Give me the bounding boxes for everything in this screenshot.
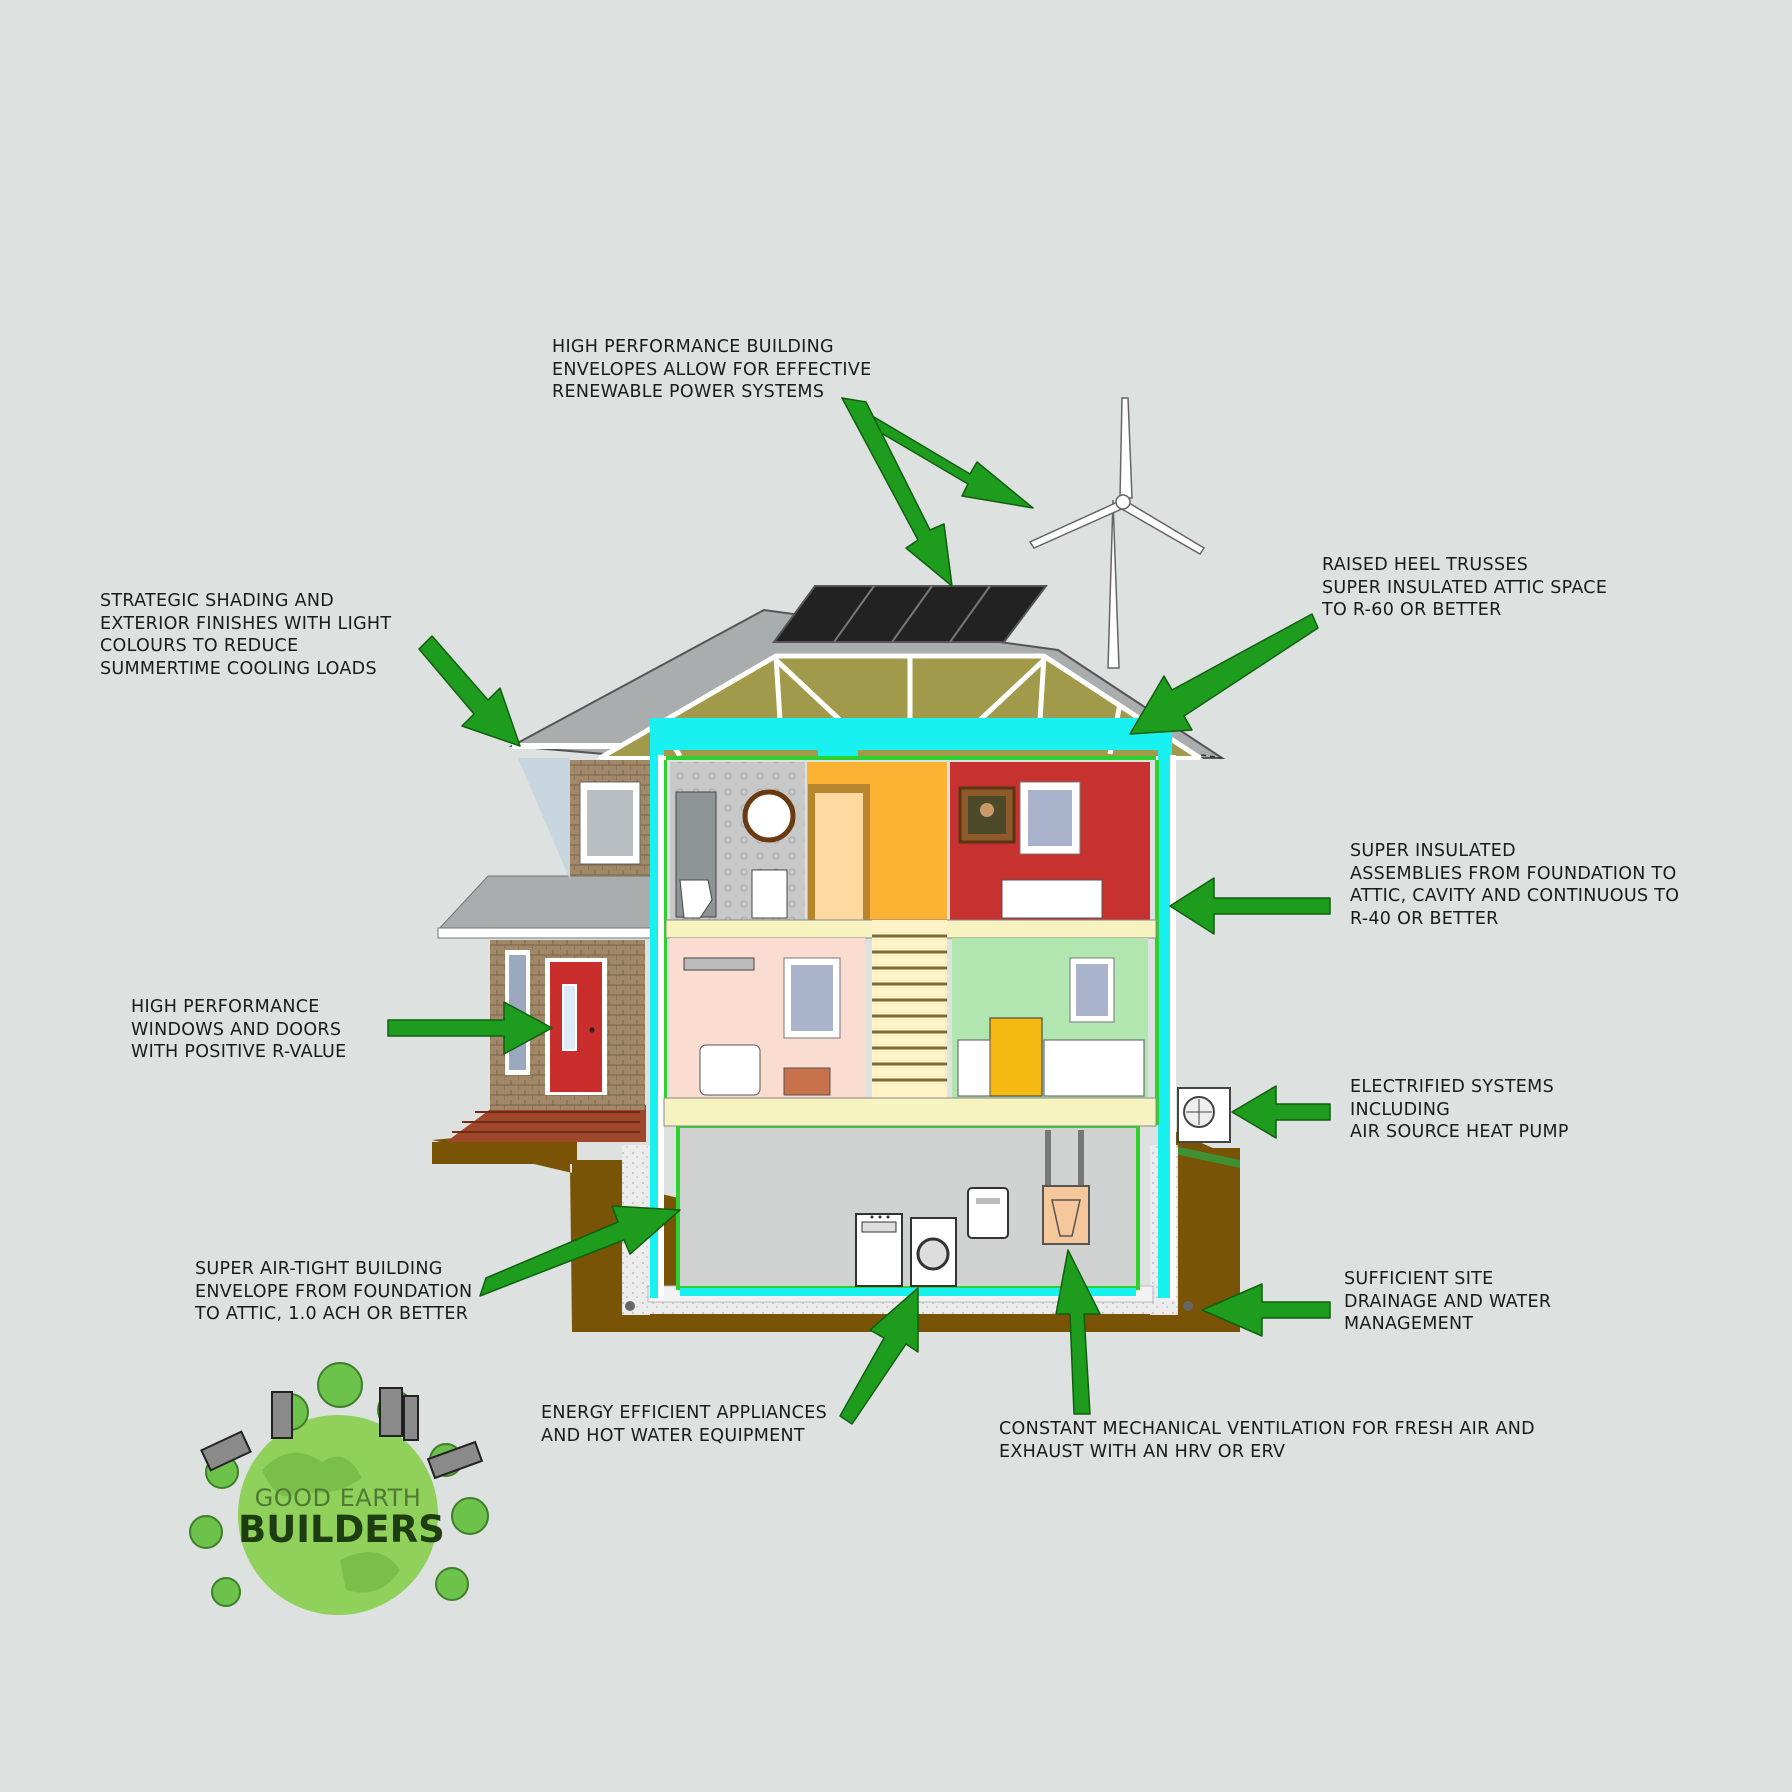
staircase [872, 920, 947, 1098]
bathroom [670, 762, 805, 920]
callout-mechanical-ventilation: CONSTANT MECHANICAL VENTILATION FOR FRES… [999, 1418, 1535, 1463]
callout-strategic-shading: STRATEGIC SHADING AND EXTERIOR FINISHES … [100, 590, 391, 680]
arrow-appliances [839, 1287, 919, 1425]
callout-line: WITH POSITIVE R-VALUE [131, 1042, 347, 1062]
wall-insulation-right [1158, 718, 1172, 1298]
callout-line: SUPER AIR-TIGHT BUILDING [195, 1259, 443, 1279]
callout-line: R-40 OR BETTER [1350, 908, 1499, 929]
porch-roof [436, 875, 653, 931]
solar-panels [772, 585, 1048, 643]
attic-insulation-top [654, 718, 1162, 750]
callout-line: WINDOWS AND DOORS [131, 1019, 342, 1040]
washing-machine [910, 1217, 957, 1287]
living-room [670, 938, 865, 1098]
callout-line: EXHAUST WITH AN HRV OR ERV [999, 1441, 1286, 1462]
callout-line: TO R-60 OR BETTER [1322, 600, 1502, 620]
callout-line: SUFFICIENT SITE [1344, 1269, 1494, 1289]
air-barrier-line [663, 756, 1159, 1125]
arrow-renewable-solar [841, 397, 953, 587]
front-door [545, 958, 607, 1095]
callout-line: HIGH PERFORMANCE BUILDING [552, 337, 834, 357]
arrow-shading [418, 635, 521, 747]
callout-line: MANAGEMENT [1344, 1314, 1474, 1334]
air-source-heat-pump [1177, 1087, 1231, 1143]
arrow-windows [387, 1001, 553, 1055]
callout-line: STRATEGIC SHADING AND [100, 591, 335, 611]
callout-line: RENEWABLE POWER SYSTEMS [552, 382, 825, 402]
callout-line: RAISED HEEL TRUSSES [1322, 555, 1529, 575]
arrow-assemblies [1169, 877, 1331, 935]
callout-line: CONSTANT MECHANICAL VENTILATION FOR FRES… [999, 1419, 1535, 1439]
logo-buildings [200, 1387, 484, 1480]
good-earth-logo [189, 1362, 489, 1615]
callout-line: SUPER INSULATED [1350, 841, 1516, 861]
callout-line: COLOURS TO REDUCE [100, 636, 299, 656]
callout-line: HIGH PERFORMANCE [131, 997, 320, 1017]
arrow-airtight [479, 1205, 681, 1297]
callout-line: AIR SOURCE HEAT PUMP [1350, 1122, 1569, 1142]
bedroom [950, 762, 1150, 920]
arrow-ventilation [1055, 1249, 1101, 1415]
callout-arrows [387, 397, 1331, 1425]
callout-line: SUPER INSULATED ATTIC SPACE [1322, 577, 1608, 598]
callout-site-drainage: SUFFICIENT SITE DRAINAGE AND WATER MANAG… [1344, 1268, 1551, 1336]
hallway-upper [807, 762, 947, 920]
dormer-shade-awning [518, 758, 570, 880]
callout-line: AND HOT WATER EQUIPMENT [541, 1425, 805, 1446]
basement-slab-insulation [680, 1288, 1136, 1296]
callout-electrified-systems: ELECTRIFIED SYSTEMS INCLUDING AIR SOURCE… [1350, 1076, 1569, 1144]
callout-line: ELECTRIFIED SYSTEMS [1350, 1077, 1554, 1097]
floor-joist-main [663, 1097, 1157, 1127]
wind-turbine [1028, 397, 1206, 669]
logo-line-1: GOOD EARTH [254, 1484, 422, 1512]
drain-tile [625, 1301, 1193, 1311]
callout-renewable-power: HIGH PERFORMANCE BUILDING ENVELOPES ALLO… [552, 336, 871, 404]
porch-stairs [446, 1105, 646, 1142]
arrow-trusses [1129, 613, 1319, 735]
callout-line: INCLUDING [1350, 1099, 1451, 1120]
callout-super-insulated-assemblies: SUPER INSULATED ASSEMBLIES FROM FOUNDATI… [1350, 840, 1679, 930]
callout-line: EXTERIOR FINISHES WITH LIGHT [100, 613, 392, 634]
callout-windows-doors: HIGH PERFORMANCE WINDOWS AND DOORS WITH … [131, 996, 347, 1064]
callout-efficient-appliances: ENERGY EFFICIENT APPLIANCES AND HOT WATE… [541, 1402, 827, 1447]
callout-raised-heel-trusses: RAISED HEEL TRUSSES SUPER INSULATED ATTI… [1322, 554, 1607, 622]
arrow-renewable-turbine [841, 397, 1034, 509]
callout-line: ENVELOPES ALLOW FOR EFFECTIVE [552, 359, 872, 380]
callout-line: DRAINAGE AND WATER [1344, 1291, 1552, 1312]
hrv-unit [1042, 1130, 1090, 1245]
electrical-panel [967, 1187, 1009, 1239]
hot-water-tank [855, 1213, 903, 1287]
arrow-heat-pump [1231, 1085, 1331, 1139]
logo-line-2: BUILDERS [238, 1508, 445, 1551]
callout-line: ENERGY EFFICIENT APPLIANCES [541, 1403, 827, 1423]
callout-line: TO ATTIC, 1.0 ACH OR BETTER [195, 1304, 469, 1324]
callout-air-tight-envelope: SUPER AIR-TIGHT BUILDING ENVELOPE FROM F… [195, 1258, 472, 1326]
logo-text: GOOD EARTH BUILDERS [238, 1484, 445, 1551]
arrow-drainage [1201, 1283, 1331, 1337]
callout-line: ENVELOPE FROM FOUNDATION [195, 1281, 473, 1302]
callout-line: ATTIC, CAVITY AND CONTINUOUS TO [1350, 886, 1680, 906]
callout-line: SUMMERTIME COOLING LOADS [100, 658, 377, 679]
kitchen [952, 938, 1148, 1098]
callout-line: ASSEMBLIES FROM FOUNDATION TO [1350, 863, 1677, 884]
